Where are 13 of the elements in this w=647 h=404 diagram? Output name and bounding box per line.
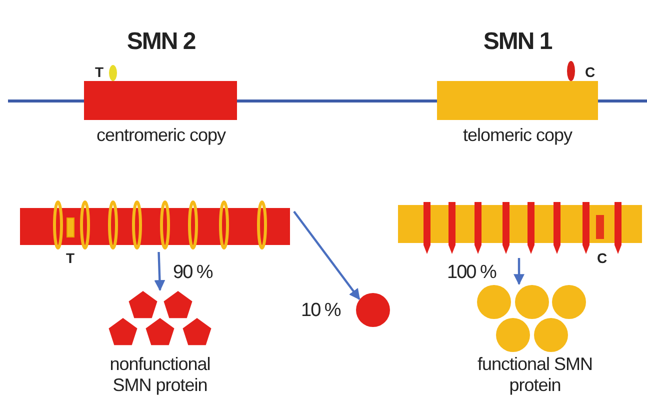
gene-title: SMN 2 bbox=[126, 28, 196, 56]
arrow bbox=[293, 210, 360, 300]
gene-caption: centromeric copy bbox=[95, 125, 227, 146]
nucleotide-label: C bbox=[585, 64, 596, 80]
arrow bbox=[154, 252, 166, 292]
gene-caption: telomeric copy bbox=[462, 125, 574, 146]
arrow bbox=[514, 258, 525, 286]
protein-caption: nonfunctional SMN protein bbox=[108, 354, 212, 396]
nucleotide-label: T bbox=[66, 250, 75, 266]
protein-caption: functional SMN protein bbox=[476, 354, 594, 396]
gene-title: SMN 1 bbox=[482, 28, 553, 56]
nucleotide-label: C bbox=[597, 250, 608, 266]
nucleotide-label: T bbox=[95, 64, 104, 80]
